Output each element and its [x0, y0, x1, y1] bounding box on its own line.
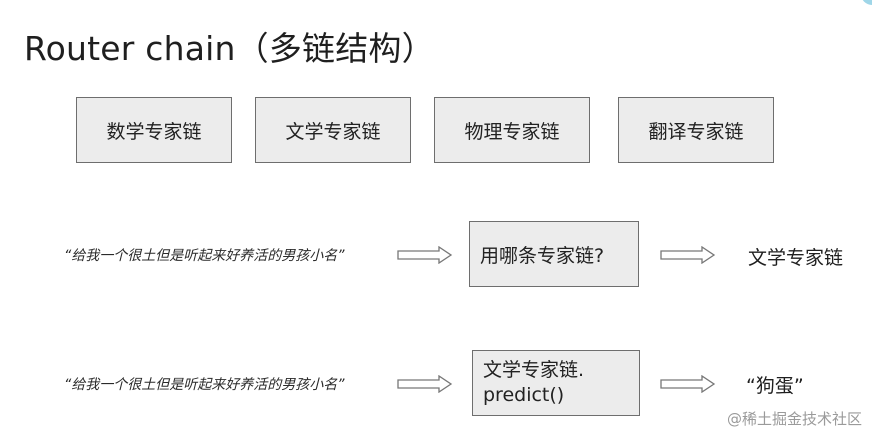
corner-decoration — [840, 0, 872, 8]
chain-box-translation: 翻译专家链 — [618, 97, 774, 163]
predict-call-line1: 文学专家链. — [483, 359, 585, 381]
predict-call-box: 文学专家链. predict() — [472, 350, 640, 416]
arrow-right-icon — [660, 246, 716, 264]
predict-call-line2: predict() — [483, 384, 565, 406]
chain-box-label: 翻译专家链 — [648, 120, 744, 143]
router-question-label: 用哪条专家链? — [480, 244, 605, 267]
predict-output-result: “狗蛋” — [746, 375, 804, 397]
chain-box-label: 文学专家链 — [285, 120, 381, 143]
watermark: @稀土掘金技术社区 — [726, 410, 862, 428]
arrow-right-icon — [397, 375, 453, 393]
arrow-right-icon — [660, 375, 716, 393]
page-title: Router chain（多链结构） — [24, 29, 435, 68]
chain-box-label: 数学专家链 — [106, 120, 202, 143]
router-question-box: 用哪条专家链? — [469, 221, 639, 287]
input-query-2: “给我一个很土但是听起来好养活的男孩小名” — [64, 377, 345, 393]
chain-box-physics: 物理专家链 — [434, 97, 590, 163]
arrow-right-icon — [397, 246, 453, 264]
selected-chain-result: 文学专家链 — [748, 247, 844, 269]
input-query-1: “给我一个很土但是听起来好养活的男孩小名” — [64, 248, 345, 264]
chain-box-label: 物理专家链 — [464, 120, 560, 143]
chain-box-literature: 文学专家链 — [255, 97, 411, 163]
chain-box-math: 数学专家链 — [76, 97, 232, 163]
